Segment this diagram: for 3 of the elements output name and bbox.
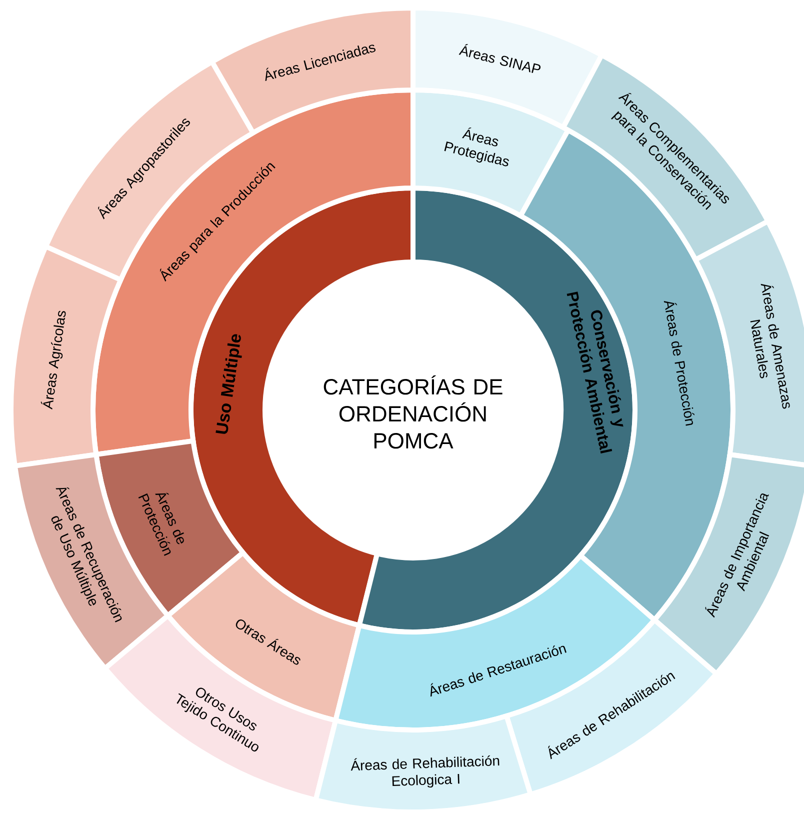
ring-segment: Áreas de Rehabilitación Ecologica I	[313, 714, 534, 813]
ring-segment: Áreas Agrícolas	[8, 244, 124, 468]
node-label: Áreas de Rehabilitación Ecologica I	[350, 755, 500, 788]
